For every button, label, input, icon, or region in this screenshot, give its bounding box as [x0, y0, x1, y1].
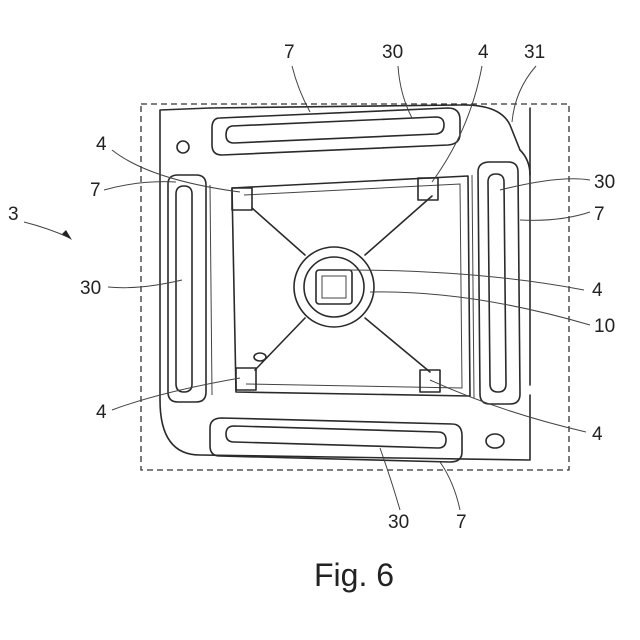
- hub-square: [316, 270, 352, 304]
- hub-outer: [294, 247, 374, 327]
- hole-top-left: [177, 141, 189, 153]
- hub-square-inner: [322, 276, 346, 298]
- hub-inner: [304, 257, 364, 317]
- leader-7-left: [104, 182, 176, 190]
- corner-block-tr: [418, 178, 438, 200]
- label-4-left: 4: [96, 134, 107, 155]
- slot-right: [488, 174, 506, 392]
- leader-30-left: [108, 280, 182, 288]
- hole-bottom-right: [486, 434, 504, 448]
- label-30-right: 30: [594, 172, 615, 193]
- label-4-center: 4: [592, 280, 603, 301]
- leader-31: [512, 66, 536, 122]
- figure-caption: Fig. 6: [314, 557, 394, 593]
- plate-right-curve: [520, 150, 530, 175]
- slot-left-frame: [168, 175, 206, 402]
- pin-small: [254, 353, 266, 361]
- leader-30-right: [500, 179, 590, 190]
- slot-top-frame: [212, 108, 460, 155]
- leader-7-top: [292, 66, 310, 112]
- label-7-left: 7: [90, 180, 101, 201]
- corner-block-br: [420, 370, 440, 392]
- leader-4-center: [346, 270, 584, 290]
- slot-left-guide: [210, 185, 212, 395]
- inner-panel: [232, 176, 470, 396]
- corner-block-bl: [236, 368, 256, 390]
- label-10: 10: [594, 316, 615, 337]
- label-31: 31: [524, 42, 545, 63]
- slot-right-guide: [472, 175, 474, 398]
- leader-3: [24, 222, 70, 238]
- label-7-right: 7: [594, 204, 605, 225]
- rib-tr: [365, 196, 432, 255]
- slot-left: [176, 186, 192, 392]
- rib-tl: [252, 208, 305, 255]
- plate-outline: [160, 108, 530, 460]
- label-7-top: 7: [284, 42, 295, 63]
- label-4-top: 4: [478, 42, 489, 63]
- slot-right-frame: [478, 162, 520, 404]
- rib-br: [365, 318, 430, 372]
- label-3: 3: [8, 204, 19, 225]
- slot-bottom: [226, 426, 446, 448]
- leader-7-bottom: [440, 462, 460, 510]
- slot-top: [226, 117, 444, 143]
- label-4-bottom-right: 4: [592, 424, 603, 445]
- rib-bl: [255, 318, 305, 370]
- label-4-bottom-left: 4: [96, 402, 107, 423]
- leader-4-top: [432, 66, 482, 182]
- inner-panel-edge: [244, 184, 462, 388]
- label-30-bottom: 30: [388, 512, 409, 533]
- label-30-left: 30: [80, 278, 101, 299]
- label-7-bottom: 7: [456, 512, 467, 533]
- leader-4-left: [112, 150, 240, 192]
- label-30-top: 30: [382, 42, 403, 63]
